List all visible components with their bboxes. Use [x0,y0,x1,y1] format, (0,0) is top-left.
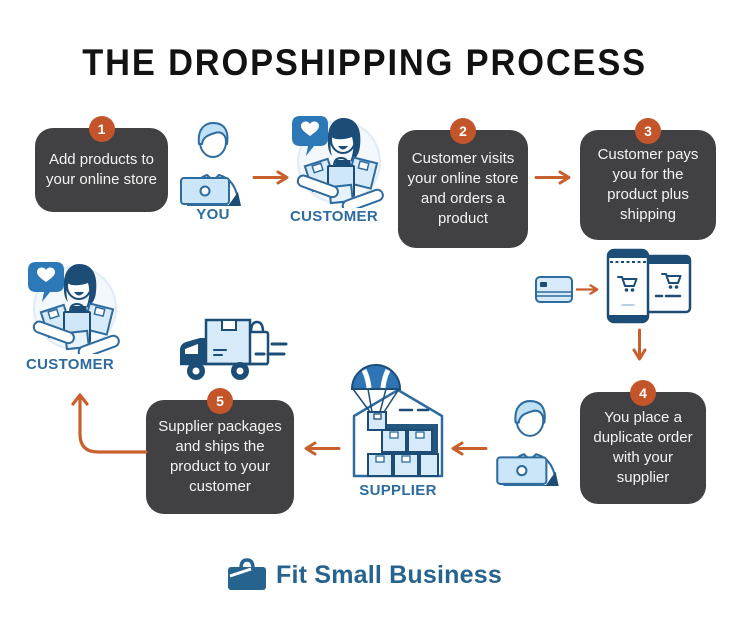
brand-logo: Fit Small Business [0,558,729,592]
supplier-label: SUPPLIER [359,482,437,499]
customer-icon [20,258,120,354]
step-text-5: Supplier packages and ships the product … [158,418,282,495]
step-box-3: 3 Customer pays you for the product plus… [580,118,716,240]
arrow-right-icon [534,170,574,185]
step-number-badge-1: 1 [88,116,115,142]
customer-icon [284,112,384,208]
step-box-1: 1 Add products to your online store [35,116,168,212]
credit-card-icon [535,276,573,303]
step-text-4: You place a duplicate order with your su… [593,409,693,486]
step-number-badge-2: 2 [450,118,476,144]
delivery-truck-icon [180,318,288,380]
person-at-laptop-icon [492,398,568,486]
step-box-2: 2 Customer visits your online store and … [398,118,528,248]
step-number-badge-4: 4 [630,380,656,406]
step-number-badge-5: 5 [207,388,233,414]
customer-label: CUSTOMER [26,356,114,373]
arrow-down-icon [632,328,647,361]
step-text-1: Add products to your online store [46,151,157,188]
brand-name: Fit Small Business [276,560,502,589]
step-number-badge-3: 3 [635,118,661,144]
step-box-4: 4 You place a duplicate order with your … [580,380,706,504]
page-title: THE DROPSHIPPING PROCESS [82,42,647,83]
step-text-3: Customer pays you for the product plus s… [597,146,699,223]
arrow-right-icon [576,282,606,297]
step-text-2: Customer visits your online store and or… [407,150,519,227]
person-at-laptop-icon [176,120,250,206]
you-label: YOU [196,206,230,223]
arrow-left-icon [301,441,341,456]
step-box-5: 5 Supplier packages and ships the produc… [146,388,294,514]
briefcase-icon [228,558,267,590]
warehouse-parachute-icon [350,364,444,478]
customer-label: CUSTOMER [290,208,378,225]
curved-arrow-up-icon [71,393,148,454]
phone-and-browser-cart-icon [606,248,692,324]
